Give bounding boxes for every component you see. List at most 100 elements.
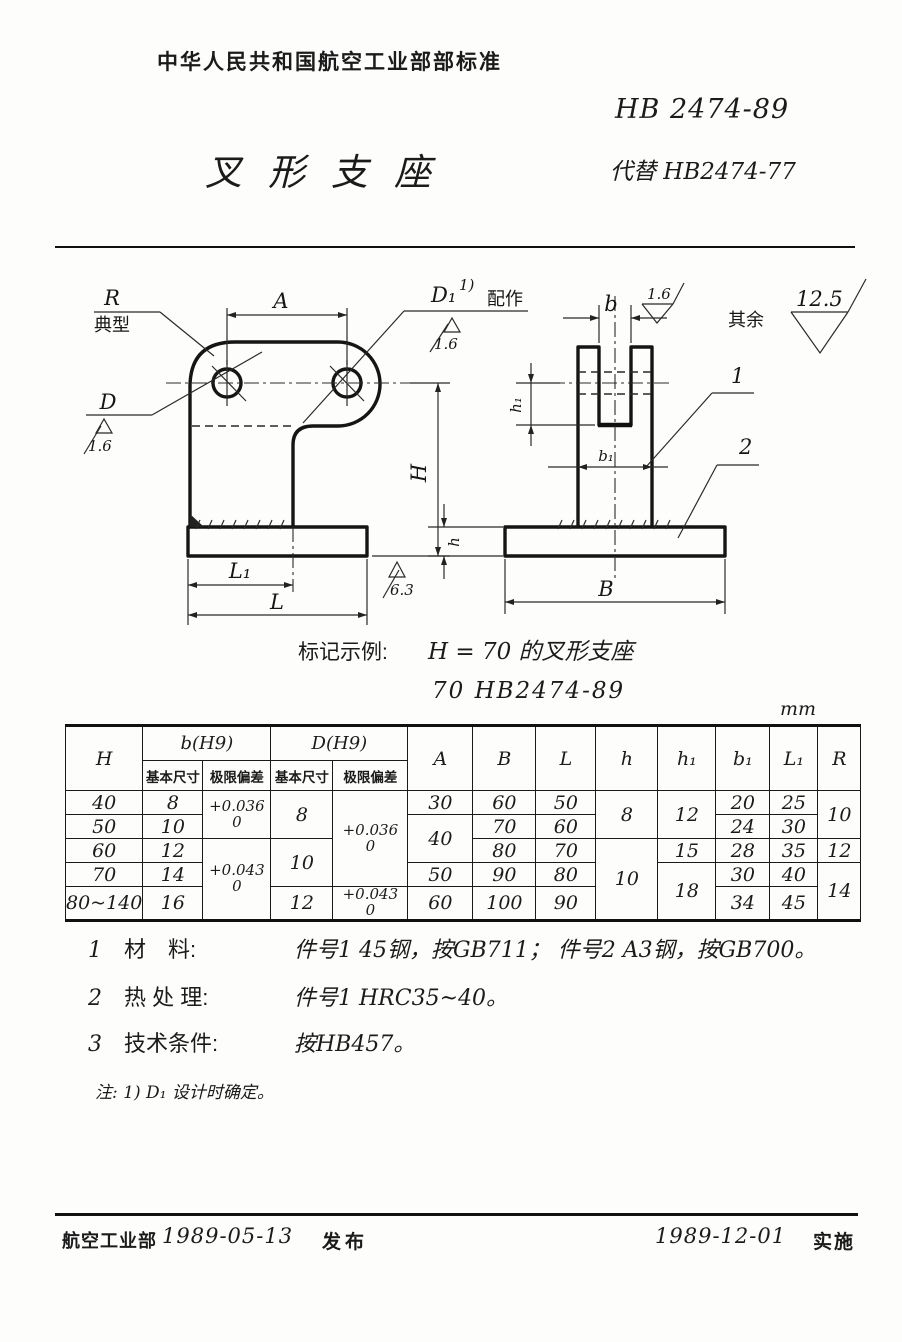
footer-implement-label: 实施 <box>813 1232 856 1253</box>
cell-R: 12 <box>817 838 862 863</box>
cell-b-basic: 14 <box>142 862 204 887</box>
dim-L: L <box>269 590 284 614</box>
cell-h: 8 <box>595 790 659 839</box>
col-header-A: A <box>407 725 474 791</box>
dim-h1: h₁ <box>507 397 525 413</box>
cell-L: 50 <box>535 790 597 815</box>
cell-A: 30 <box>407 790 474 815</box>
svg-text:其余: 其余 <box>728 310 764 330</box>
svg-text:1: 1 <box>731 364 744 388</box>
cell-b1: 34 <box>715 886 771 921</box>
technical-drawing: A H h 6.3 L₁ <box>83 276 867 625</box>
standard-code: HB 2474-89 <box>615 94 790 125</box>
cell-H: 60 <box>64 838 144 863</box>
header-rule <box>55 246 855 248</box>
table-header-row-1: H b(H9) D(H9) A B L h h₁ b₁ L₁ R <box>64 725 862 791</box>
svg-text:1.6: 1.6 <box>647 285 671 303</box>
footer-rule <box>55 1213 858 1216</box>
footer-org: 航空工业部 <box>62 1231 157 1251</box>
weld-hatch-left <box>195 519 285 530</box>
cell-H: 40 <box>64 790 144 815</box>
col-header-H: H <box>64 725 144 791</box>
svg-text:R: R <box>103 286 120 310</box>
cell-D-basic: 10 <box>270 838 334 887</box>
cell-L1: 30 <box>769 814 819 839</box>
cell-H: 50 <box>64 814 144 839</box>
cell-L: 80 <box>535 862 597 887</box>
cell-b1: 28 <box>715 838 771 863</box>
table-unit: mm <box>780 698 817 720</box>
cell-h1: 15 <box>657 838 717 863</box>
dim-b: b <box>604 292 617 316</box>
marking-example-line2: 70 HB2474-89 <box>432 678 626 704</box>
cell-b1: 20 <box>715 790 771 815</box>
table-row: 70 14 50 90 80 18 30 40 14 <box>64 862 862 921</box>
standard-org-title: 中华人民共和国航空工业部部标准 <box>157 51 502 74</box>
cell-A: 60 <box>407 886 474 921</box>
dim-H: H <box>407 463 431 483</box>
cell-h: 10 <box>595 838 659 921</box>
cell-H: 70 <box>64 862 144 887</box>
col-header-B: B <box>472 725 537 791</box>
replaces-note: 代替 HB2474-77 <box>610 159 796 185</box>
roughness-1-6-b: 1.6 <box>641 282 685 324</box>
cell-D-basic: 8 <box>270 790 334 839</box>
cell-R: 14 <box>817 862 862 921</box>
col-header-h: h <box>595 725 659 791</box>
subheader-basic: 基本尺寸 <box>270 760 334 791</box>
subheader-dev: 极限偏差 <box>202 760 272 791</box>
svg-text:配作: 配作 <box>487 289 523 309</box>
weld-fillet <box>190 514 204 527</box>
cell-L1: 40 <box>769 862 819 887</box>
label-D1-fit: D₁ 1) 配作 1.6 <box>302 276 528 424</box>
cell-L1: 45 <box>769 886 819 921</box>
cell-L1: 25 <box>769 790 819 815</box>
svg-text:典型: 典型 <box>94 315 130 335</box>
col-header-L1: L₁ <box>769 725 819 791</box>
part-leader-2: 2 <box>677 435 759 539</box>
col-header-h1: h₁ <box>657 725 717 791</box>
side-view-base <box>186 525 369 558</box>
cell-h1: 18 <box>657 862 717 921</box>
marking-example-caption: 标记示例: <box>298 641 388 664</box>
col-header-R: R <box>817 725 862 791</box>
footer-implement-date: 1989-12-01 <box>655 1224 787 1248</box>
cell-L1: 35 <box>769 838 819 863</box>
cell-H: 80~140 <box>64 886 144 921</box>
svg-text:1.6: 1.6 <box>88 437 112 455</box>
label-R-typical: R 典型 <box>94 286 215 357</box>
cell-A: 50 <box>407 862 474 887</box>
dim-B: B <box>597 577 613 601</box>
cell-b-basic: 12 <box>142 838 204 863</box>
footer-publish-date: 1989-05-13 <box>162 1224 294 1248</box>
svg-text:D: D <box>99 390 117 414</box>
col-group-b: b(H9) <box>142 725 272 761</box>
cell-b1: 30 <box>715 862 771 887</box>
cell-L: 60 <box>535 814 597 839</box>
svg-text:D₁: D₁ <box>430 283 456 307</box>
svg-text:6.3: 6.3 <box>390 581 414 599</box>
cell-B: 60 <box>472 790 537 815</box>
cell-B: 100 <box>472 886 537 921</box>
table-row: 50 10 40 70 60 24 30 <box>64 814 861 863</box>
dim-A: A <box>271 289 288 313</box>
dim-b1: b₁ <box>598 447 614 465</box>
cell-B: 70 <box>472 814 537 839</box>
cell-b-basic: 8 <box>142 790 204 815</box>
side-view-outline <box>188 340 382 527</box>
footer-publish-label: 发布 <box>322 1232 369 1253</box>
col-header-b1: b₁ <box>715 725 771 791</box>
cell-A: 40 <box>407 814 474 863</box>
cell-B: 90 <box>472 862 537 887</box>
side-view: A H h 6.3 L₁ <box>83 276 528 625</box>
subheader-dev: 极限偏差 <box>332 760 409 791</box>
